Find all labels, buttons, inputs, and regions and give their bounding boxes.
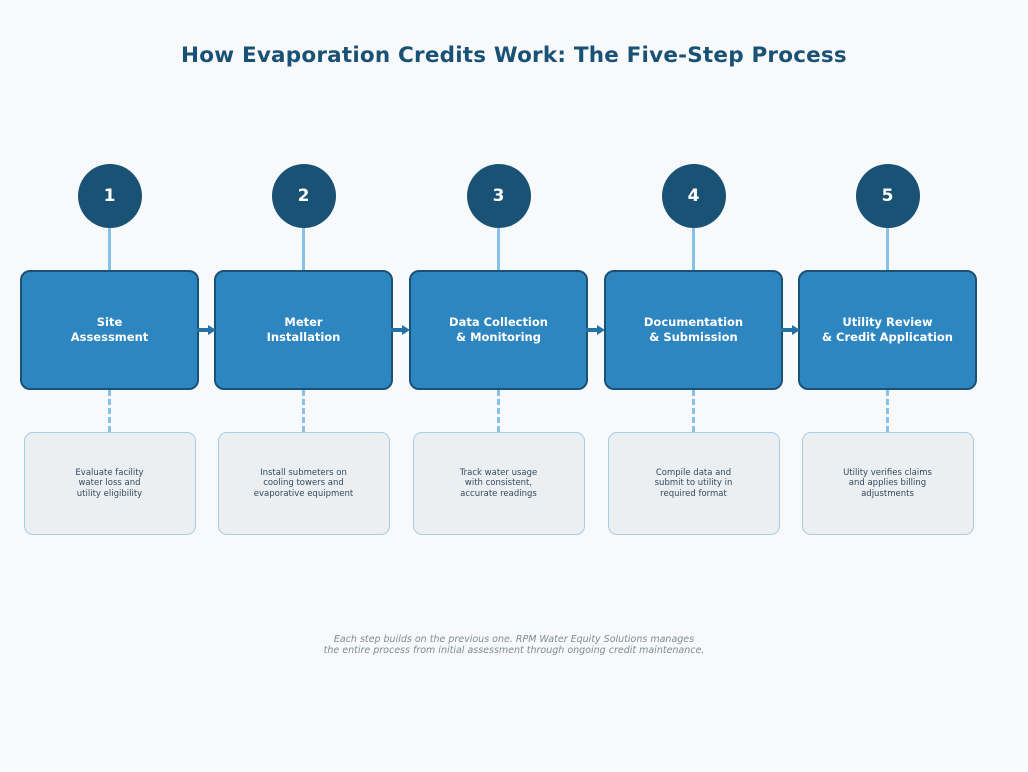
step-5-title: Utility Review & Credit Application	[822, 315, 953, 344]
step-3-connector-line	[497, 228, 500, 270]
step-4-dashed-connector	[692, 390, 695, 432]
step-2-connector-line	[302, 228, 305, 270]
step-5-description-box: Utility verifies claims and applies bill…	[801, 432, 974, 535]
step-2-description-box: Install submeters on cooling towers and …	[217, 432, 390, 535]
step-3-description-box: Track water usage with consistent, accur…	[412, 432, 585, 535]
page-title: How Evaporation Credits Work: The Five-S…	[181, 43, 847, 68]
step-4-number-circle: 4	[661, 164, 726, 228]
arrow-right-icon	[391, 325, 411, 335]
step-3-title-box: Data Collection & Monitoring	[409, 270, 588, 390]
step-2-description: Install submeters on cooling towers and …	[253, 467, 354, 499]
step-1-number-circle: 1	[77, 164, 142, 228]
step-3-description: Track water usage with consistent, accur…	[459, 467, 538, 499]
footer-note: Each step builds on the previous one. RP…	[323, 634, 705, 657]
step-2-title: Meter Installation	[266, 315, 341, 344]
step-column-5: 5 Utility Review & Credit Application Ut…	[798, 164, 977, 535]
step-4-description-box: Compile data and submit to utility in re…	[607, 432, 780, 535]
step-5-connector-line	[886, 228, 889, 270]
step-column-3: 3 Data Collection & Monitoring Track wat…	[409, 164, 588, 535]
arrow-right-icon	[586, 325, 606, 335]
step-2-dashed-connector	[302, 390, 305, 432]
step-4-number: 4	[687, 186, 700, 206]
step-5-title-box: Utility Review & Credit Application	[798, 270, 977, 390]
step-1-title-box: Site Assessment	[20, 270, 199, 390]
step-2-number: 2	[297, 186, 310, 206]
step-1-description: Evaluate facility water loss and utility…	[75, 467, 144, 499]
step-column-2: 2 Meter Installation Install submeters o…	[214, 164, 393, 535]
step-1-title: Site Assessment	[70, 315, 149, 344]
step-2-number-circle: 2	[271, 164, 336, 228]
step-4-title: Documentation & Submission	[643, 315, 744, 344]
step-5-number-circle: 5	[855, 164, 920, 228]
step-5-number: 5	[881, 186, 894, 206]
step-3-number: 3	[492, 186, 505, 206]
step-4-description: Compile data and submit to utility in re…	[654, 467, 733, 499]
step-4-connector-line	[692, 228, 695, 270]
step-1-connector-line	[108, 228, 111, 270]
step-column-4: 4 Documentation & Submission Compile dat…	[604, 164, 783, 535]
arrow-right-icon	[197, 325, 217, 335]
step-1-description-box: Evaluate facility water loss and utility…	[23, 432, 196, 535]
step-1-number: 1	[103, 186, 116, 206]
step-1-dashed-connector	[108, 390, 111, 432]
step-2-title-box: Meter Installation	[214, 270, 393, 390]
arrow-right-icon	[781, 325, 801, 335]
step-3-title: Data Collection & Monitoring	[449, 315, 548, 344]
step-column-1: 1 Site Assessment Evaluate facility wate…	[20, 164, 199, 535]
step-3-number-circle: 3	[466, 164, 531, 228]
step-4-title-box: Documentation & Submission	[604, 270, 783, 390]
step-5-description: Utility verifies claims and applies bill…	[843, 467, 932, 499]
step-5-dashed-connector	[886, 390, 889, 432]
step-3-dashed-connector	[497, 390, 500, 432]
